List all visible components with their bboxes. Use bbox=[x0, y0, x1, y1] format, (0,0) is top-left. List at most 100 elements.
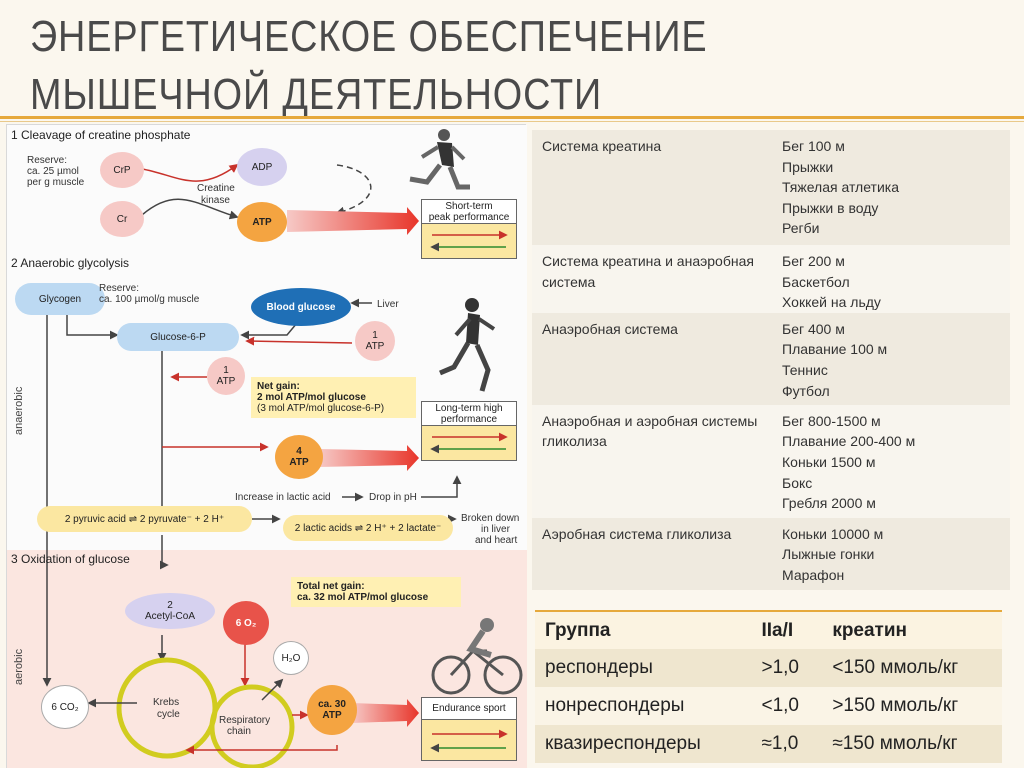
perf-short-line1: Short-term bbox=[445, 201, 493, 212]
groups-header-row: Группа IIa/I креатин bbox=[535, 611, 1002, 649]
atp30-lbl: ATP bbox=[322, 710, 342, 721]
net-gain-l3: (3 mol ATP/mol glucose-6-P) bbox=[257, 403, 385, 414]
ph-drop-label: Drop in pH bbox=[369, 492, 417, 503]
pyruvic-node: 2 pyruvic acid ⇌ 2 pyruvate⁻ + 2 H⁺ bbox=[37, 506, 252, 532]
ratio-value: <1,0 bbox=[751, 687, 823, 725]
sport-item: Бег 200 м bbox=[782, 253, 845, 269]
group-name: респондеры bbox=[535, 649, 752, 687]
resp-l2: chain bbox=[227, 726, 251, 737]
krebs-l2: cycle bbox=[157, 709, 180, 720]
creatine-value: <150 ммоль/кг bbox=[822, 649, 1002, 687]
h2o-node: H₂O bbox=[273, 641, 309, 675]
lactic-acids-node: 2 lactic acids ⇌ 2 H⁺ + 2 lactate⁻ bbox=[283, 515, 453, 541]
perf-long-line2: performance bbox=[440, 414, 498, 425]
perf-long-line1: Long-term high bbox=[435, 403, 503, 414]
perf-short-line2: peak performance bbox=[428, 212, 510, 223]
glucose6p-node: Glucose-6-P bbox=[117, 323, 239, 351]
section2-title: 2 Anaerobic glycolysis bbox=[11, 256, 130, 270]
group-row: квазиреспондеры≈1,0≈150 ммоль/кг bbox=[535, 725, 1002, 763]
sport-item: Бокс bbox=[782, 474, 813, 491]
cyclist-icon bbox=[431, 618, 523, 695]
glycogen-node: Glycogen bbox=[15, 283, 105, 315]
group-row: нонреспондеры<1,0>150 ммоль/кг bbox=[535, 687, 1002, 725]
sport-item: Марафон bbox=[782, 566, 845, 583]
atp-node: ATP bbox=[237, 202, 287, 242]
system-name: Система креатина bbox=[532, 130, 772, 245]
net-gain-l2: 2 mol ATP/mol glucose bbox=[257, 392, 366, 403]
reserve1-line2: ca. 25 µmol bbox=[27, 166, 79, 177]
endurance-label: Endurance sport bbox=[422, 698, 516, 720]
creatine-value: ≈150 ммоль/кг bbox=[822, 725, 1002, 763]
kinase-line2: kinase bbox=[201, 195, 230, 206]
total-l2: ca. 32 mol ATP/mol glucose bbox=[297, 592, 429, 603]
reserve1-line1: Reserve: bbox=[27, 155, 68, 166]
anaerobic-band bbox=[7, 125, 527, 550]
sprinter-icon bbox=[409, 129, 470, 190]
sport-item: Футбол bbox=[782, 382, 830, 399]
section3-title: 3 Oxidation of glucose bbox=[11, 552, 130, 566]
creatine-value: >150 ммоль/кг bbox=[822, 687, 1002, 725]
sport-item: Бег 100 м bbox=[782, 138, 845, 154]
ratio-value: >1,0 bbox=[751, 649, 823, 687]
cr-node: Cr bbox=[100, 201, 144, 237]
reserve2-line1: Reserve: bbox=[99, 283, 140, 294]
broken-l1: Broken down bbox=[461, 513, 520, 524]
perf-long-arrows bbox=[430, 432, 508, 454]
crp-node: CrP bbox=[100, 152, 144, 188]
system-name: Система креатина и анаэробная система bbox=[532, 245, 772, 313]
broken-l3: and heart bbox=[475, 535, 518, 546]
kinase-line1: Creatine bbox=[197, 183, 235, 194]
groups-header-creatine: креатин bbox=[822, 611, 1002, 649]
atp30-num: ca. 30 bbox=[318, 699, 346, 710]
sport-item: Хоккей на льду bbox=[782, 294, 881, 311]
section1-title: 1 Cleavage of creatine phosphate bbox=[11, 128, 191, 142]
sport-item: Тяжелая атлетика bbox=[782, 179, 899, 196]
system-name: Аэробная система гликолиза bbox=[532, 517, 772, 590]
blood-glucose-label: Blood bbox=[266, 301, 295, 313]
groups-header-group: Группа bbox=[535, 611, 752, 649]
responder-groups-table: Группа IIa/I креатин респондеры>1,0<150 … bbox=[535, 610, 1002, 763]
title-divider-thin bbox=[0, 121, 1024, 122]
atp1-a-lbl: ATP bbox=[365, 341, 385, 352]
net-gain-l1: Net gain: bbox=[257, 381, 300, 392]
atp1-b-num: 1 bbox=[223, 365, 229, 376]
krebs-l1: Krebs bbox=[153, 697, 180, 708]
blood-glucose-node: Blood glucose bbox=[251, 288, 351, 326]
perf-short-arrows bbox=[430, 230, 508, 252]
sport-item: Плавание 100 м bbox=[782, 341, 888, 358]
sport-item: Лыжные гонки bbox=[782, 546, 875, 563]
sport-item: Плавание 200-400 м bbox=[782, 433, 916, 450]
o2-node: 6 O₂ bbox=[223, 601, 269, 645]
sport-item: Прыжки в воду bbox=[782, 199, 879, 216]
slide-title: Энергетическое обеспечение мышечной деят… bbox=[30, 12, 708, 119]
net-gain-note: Net gain: 2 mol ATP/mol glucose (3 mol A… bbox=[251, 377, 416, 418]
ratio-value: ≈1,0 bbox=[751, 725, 823, 763]
total-gain-note: Total net gain: ca. 32 mol ATP/mol gluco… bbox=[291, 577, 461, 607]
energy-diagram: 1 Cleavage of creatine phosphate Reserve… bbox=[6, 124, 527, 768]
group-name: нонреспондеры bbox=[535, 687, 752, 725]
aerobic-side-label: aerobic bbox=[13, 648, 25, 685]
anaerobic-side-label: anaerobic bbox=[13, 386, 25, 435]
sport-item: Бег 400 м bbox=[782, 320, 845, 337]
reserve1-line3: per g muscle bbox=[27, 177, 85, 188]
title-divider bbox=[0, 116, 1024, 119]
groups-header-ratio: IIa/I bbox=[751, 611, 823, 649]
atp4-lbl: ATP bbox=[289, 457, 309, 468]
atp1-a-num: 1 bbox=[372, 330, 378, 341]
acetyl-num: 2 bbox=[167, 600, 173, 611]
sport-item: Бег 800-1500 м bbox=[782, 412, 881, 429]
group-row: респондеры>1,0<150 ммоль/кг bbox=[535, 649, 1002, 687]
